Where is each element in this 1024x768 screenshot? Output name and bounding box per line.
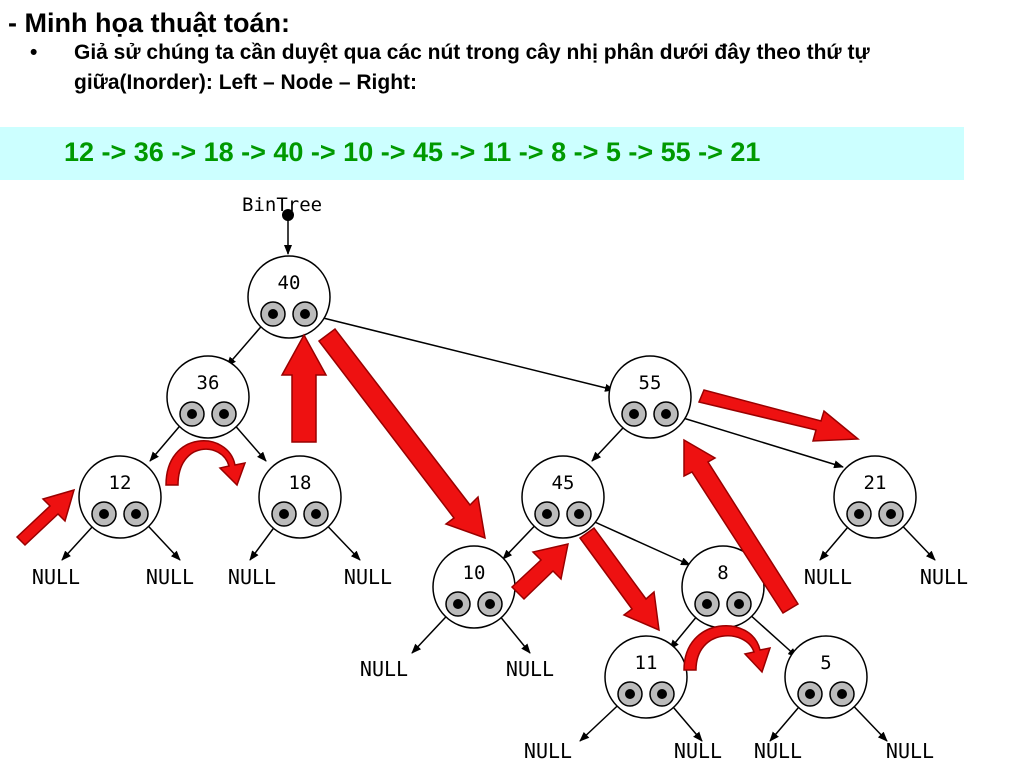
node-circle xyxy=(78,455,162,539)
node-value: 36 xyxy=(197,372,220,394)
tree-node: 8 xyxy=(681,545,765,629)
node-value: 45 xyxy=(552,472,575,494)
pointer-dot xyxy=(657,689,667,699)
null-label: NULL xyxy=(32,565,80,589)
pointer-dot xyxy=(542,509,552,519)
node-value: 11 xyxy=(635,652,658,674)
node-circle xyxy=(604,635,688,719)
node-value: 12 xyxy=(109,472,132,494)
bullet-symbol: • xyxy=(30,41,38,64)
node-value: 8 xyxy=(717,562,728,584)
null-label: NULL xyxy=(506,657,554,681)
pointer-dot xyxy=(279,509,289,519)
tree-node: 36 xyxy=(166,355,250,439)
pointer-dot xyxy=(734,599,744,609)
pointer-dot xyxy=(805,689,815,699)
node-circle xyxy=(521,455,605,539)
bullet-point: • Giả sử chúng ta cần duyệt qua các nút … xyxy=(30,38,990,98)
pointer-dot xyxy=(453,599,463,609)
tree-node: 21 xyxy=(833,455,917,539)
node-circle xyxy=(833,455,917,539)
pointer-dot xyxy=(187,409,197,419)
node-circle xyxy=(608,355,692,439)
pointer-dot xyxy=(837,689,847,699)
pointer-dot xyxy=(219,409,229,419)
pointer-dot xyxy=(311,509,321,519)
node-circle xyxy=(258,455,342,539)
tree-node: 18 xyxy=(258,455,342,539)
null-label: NULL xyxy=(886,739,934,763)
pointer-dot xyxy=(574,509,584,519)
null-label: NULL xyxy=(360,657,408,681)
pointer-dot xyxy=(131,509,141,519)
tree-nodes: 40 36 55 12 18 45 21 10 8 11 5 xyxy=(78,255,917,719)
node-circle xyxy=(784,635,868,719)
node-value: 55 xyxy=(639,372,662,394)
pointer-dot xyxy=(300,309,310,319)
traversal-arrows xyxy=(15,327,860,674)
pointer-dot xyxy=(485,599,495,609)
tree-node: 12 xyxy=(78,455,162,539)
curved-arrow-11-to-5 xyxy=(683,625,772,674)
pointer-dot xyxy=(268,309,278,319)
pointer-dot xyxy=(886,509,896,519)
bintree-label: BinTree xyxy=(242,194,322,216)
null-label: NULL xyxy=(804,565,852,589)
tree-node: 11 xyxy=(604,635,688,719)
node-circle xyxy=(432,545,516,629)
null-label: NULL xyxy=(228,565,276,589)
node-circle xyxy=(247,255,331,339)
arrow-40-to-10 xyxy=(317,327,486,540)
null-label: NULL xyxy=(674,739,722,763)
pointer-dot xyxy=(702,599,712,609)
arrow-55-to-21 xyxy=(697,389,860,442)
null-label: NULL xyxy=(146,565,194,589)
null-labels: NULL NULL NULL NULL NULL NULL NULL NULL NULL NULL… xyxy=(32,565,968,763)
tree-node: 40 xyxy=(247,255,331,339)
null-label: NULL xyxy=(344,565,392,589)
tree-node: 10 xyxy=(432,545,516,629)
curved-arrow-12-to-18 xyxy=(165,440,247,487)
tree-node: 55 xyxy=(608,355,692,439)
pointer-dot xyxy=(629,409,639,419)
arrow-45-to-11 xyxy=(578,526,660,632)
bullet-text: Giả sử chúng ta cần duyệt qua các nút tr… xyxy=(74,41,870,94)
pointer-dot xyxy=(625,689,635,699)
pointer-dot xyxy=(99,509,109,519)
arrow-5-to-55 xyxy=(683,438,800,615)
tree-node: 45 xyxy=(521,455,605,539)
arrow-18-to-40 xyxy=(280,333,328,443)
null-label: NULL xyxy=(754,739,802,763)
pointer-dot xyxy=(661,409,671,419)
arrow-10-to-45 xyxy=(510,543,569,601)
edge-55-21 xyxy=(669,413,844,469)
null-label: NULL xyxy=(920,565,968,589)
pointer-dot xyxy=(854,509,864,519)
null-label: NULL xyxy=(524,739,572,763)
edge-40-55 xyxy=(306,313,615,392)
node-value: 40 xyxy=(278,272,301,294)
arrow-enter-12 xyxy=(15,488,76,547)
node-value: 18 xyxy=(289,472,312,494)
node-value: 5 xyxy=(820,652,831,674)
node-value: 10 xyxy=(463,562,486,584)
node-value: 21 xyxy=(864,472,887,494)
node-circle xyxy=(166,355,250,439)
inorder-sequence: 12 -> 36 -> 18 -> 40 -> 10 -> 45 -> 11 -… xyxy=(64,137,761,167)
root-pointer: BinTree xyxy=(242,194,322,255)
sequence-banner xyxy=(0,127,964,180)
tree-node: 5 xyxy=(784,635,868,719)
slide-title: - Minh họa thuật toán: xyxy=(8,8,290,38)
